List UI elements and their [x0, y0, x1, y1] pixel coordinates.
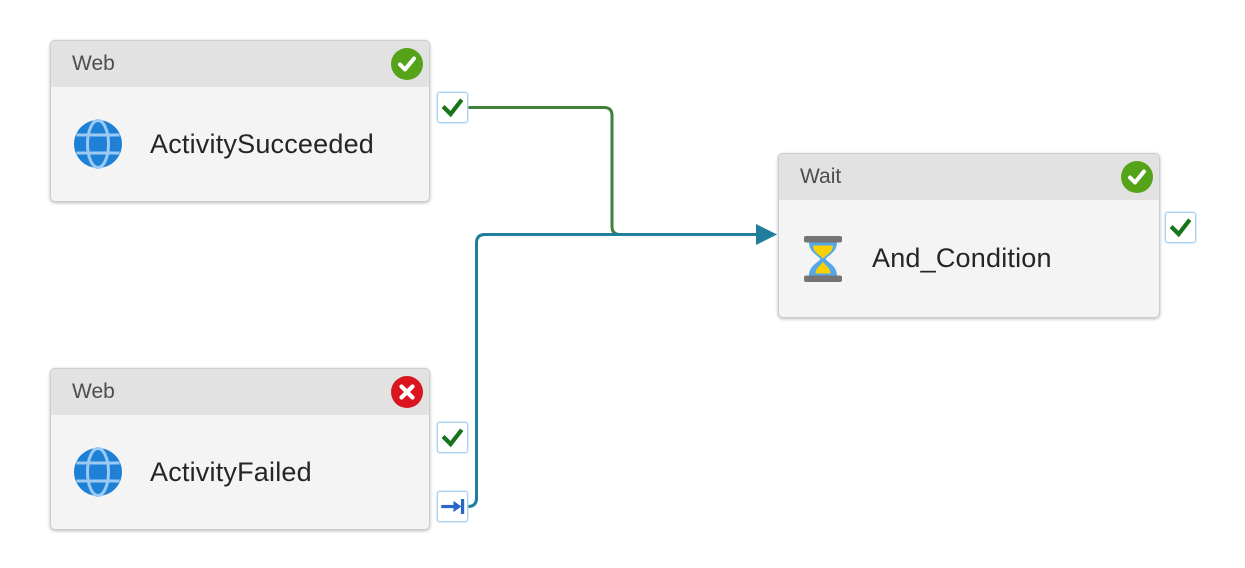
- hourglass-icon: [801, 235, 845, 283]
- activity-type-label: Wait: [800, 165, 842, 188]
- activity-node-activity-failed[interactable]: Web ActivityFailed: [50, 368, 430, 530]
- activity-type-label: Web: [72, 380, 115, 403]
- connector-completion-activity-failed[interactable]: [467, 233, 757, 508]
- globe-icon: [73, 447, 123, 497]
- node-body: ActivitySucceeded: [51, 87, 429, 201]
- activity-type-label: Web: [72, 52, 115, 75]
- completion-output-port-activity-failed[interactable]: [437, 491, 468, 522]
- check-icon: [1169, 218, 1192, 238]
- connector-arrowhead: [756, 224, 777, 245]
- node-body: ActivityFailed: [51, 415, 429, 529]
- check-icon: [441, 428, 464, 448]
- success-output-port-activity-failed[interactable]: [437, 422, 468, 453]
- node-header: Wait: [779, 154, 1159, 200]
- activity-name: ActivitySucceeded: [150, 128, 375, 159]
- node-body: And_Condition: [779, 200, 1159, 317]
- activity-name: And_Condition: [872, 243, 1052, 273]
- connector-success-activity-succeeded[interactable]: [468, 106, 630, 236]
- arrow-right-icon: [441, 499, 465, 514]
- globe-icon: [73, 119, 123, 169]
- activity-node-and-condition[interactable]: Wait And_Condition: [778, 153, 1160, 318]
- activity-name: ActivityFailed: [150, 456, 312, 487]
- success-output-port-activity-succeeded[interactable]: [437, 92, 468, 123]
- node-header: Web: [51, 369, 429, 415]
- status-succeeded-icon: [391, 48, 423, 80]
- node-header: Web: [51, 41, 429, 87]
- activity-node-activity-succeeded[interactable]: Web ActivitySucceeded: [50, 40, 430, 202]
- status-failed-icon: [391, 376, 423, 408]
- status-succeeded-icon: [1121, 161, 1153, 193]
- success-output-port-and-condition[interactable]: [1165, 212, 1196, 243]
- check-icon: [441, 98, 464, 118]
